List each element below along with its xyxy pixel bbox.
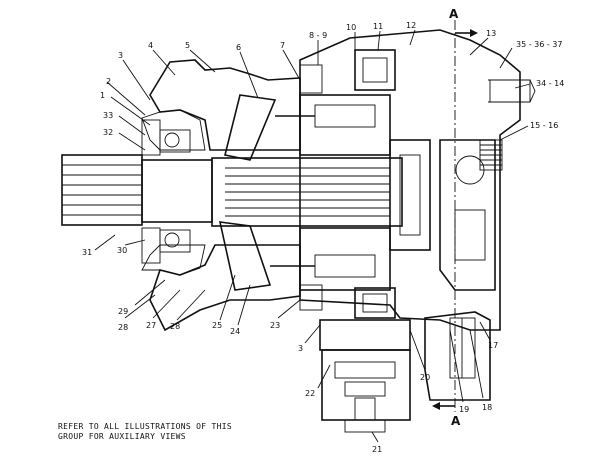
callout-15-16: 15 - 16 (530, 121, 558, 130)
callout-34-14: 34 - 14 (536, 79, 564, 88)
reference-caption: REFER TO ALL ILLUSTRATIONS OF THIS GROUP… (58, 422, 232, 442)
callout-13: 13 (486, 29, 496, 38)
callout-3: 3 (118, 51, 123, 60)
section-line: A A (432, 7, 478, 428)
callout-5: 5 (185, 41, 190, 50)
callout-6: 6 (236, 43, 241, 52)
callout-12: 12 (406, 21, 416, 30)
input-shaft (61, 154, 403, 227)
callout-4: 4 (148, 41, 153, 50)
callout-17: 17 (488, 341, 498, 350)
callout-32: 32 (103, 128, 113, 137)
callout-22: 22 (305, 389, 315, 398)
caption-line-2: GROUP FOR AUXILIARY VIEWS (58, 432, 186, 441)
callout-33: 33 (103, 111, 113, 120)
callout-10: 10 (346, 23, 356, 32)
callout-1: 1 (100, 91, 105, 100)
front-seal-bearing (141, 119, 191, 264)
callout-21: 21 (372, 445, 382, 454)
callout-18: 18 (482, 403, 492, 412)
callout-30: 30 (117, 246, 127, 255)
callout-2: 2 (106, 77, 111, 86)
callout-31: 31 (82, 248, 92, 257)
cylinder-block (270, 94, 391, 291)
leader-lines (94, 29, 531, 443)
control-valve-block (319, 319, 411, 433)
callout-20: 20 (420, 373, 430, 382)
rear-housing (299, 29, 536, 331)
callout-8-9: 8 - 9 (309, 31, 327, 40)
front-housing (141, 59, 301, 332)
callout-11: 11 (373, 22, 383, 31)
section-label-top: A (449, 7, 459, 21)
callout-24: 24 (230, 327, 240, 336)
callout-3-lower: 3 (298, 344, 303, 353)
caption-line-1: REFER TO ALL ILLUSTRATIONS OF THIS (58, 422, 232, 431)
callout-25: 25 (212, 321, 222, 330)
callouts: 1 2 3 4 5 6 7 8 - 9 10 11 12 13 35 - 36 … (82, 21, 564, 454)
callout-7: 7 (280, 41, 285, 50)
callout-23: 23 (270, 321, 280, 330)
callout-27: 27 (146, 321, 156, 330)
callout-19: 19 (459, 405, 469, 414)
swashplate (218, 94, 277, 291)
section-label-bottom: A (451, 414, 461, 428)
callout-28-left: 28 (118, 323, 128, 332)
callout-29: 29 (118, 307, 128, 316)
callout-35-36-37: 35 - 36 - 37 (516, 40, 562, 49)
callout-28-right: 28 (170, 322, 180, 331)
